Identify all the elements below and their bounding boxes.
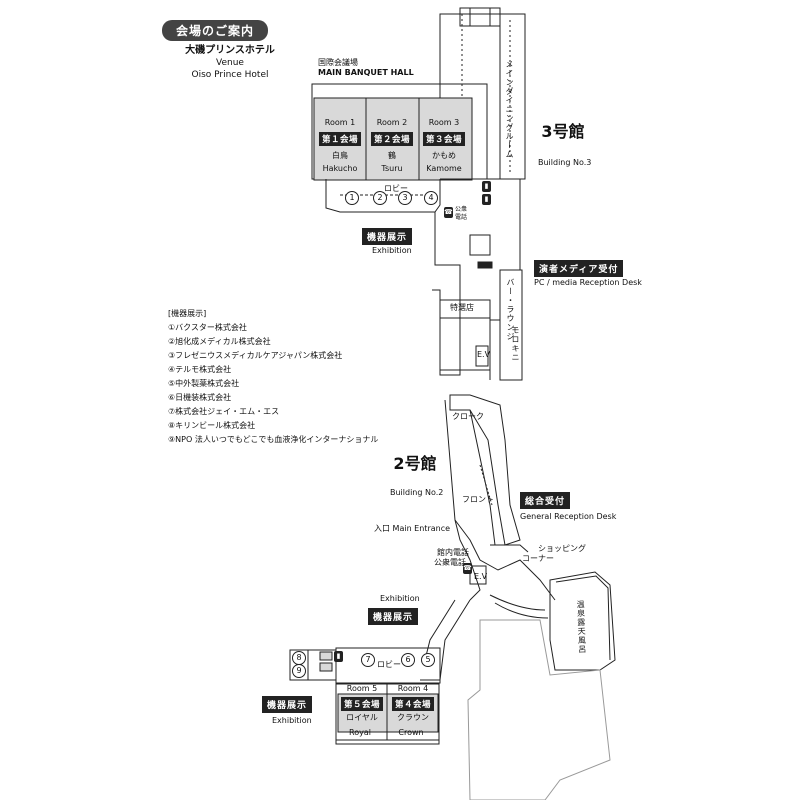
exhibition-en-lower-left: Exhibition bbox=[272, 716, 312, 725]
restroom-icon: ▮ bbox=[334, 651, 343, 662]
front-label: フロント bbox=[462, 495, 494, 504]
exhibitor-item: ⑥日機装株式会社 bbox=[168, 393, 232, 402]
venue-name-jp: 大磯プリンスホテル bbox=[185, 45, 275, 56]
booth-8: 8 bbox=[292, 651, 306, 665]
phone2-label-1: 館内電話 bbox=[437, 548, 469, 557]
exhibitor-item: ②旭化成メディカル株式会社 bbox=[168, 337, 271, 346]
general-reception-tag: 総合受付 bbox=[520, 492, 571, 509]
phone-label-2: 電話 bbox=[455, 214, 468, 221]
page-title: 会場のご案内 bbox=[162, 20, 269, 41]
media-reception-en: PC / media Reception Desk bbox=[534, 278, 642, 287]
pool-label: 温泉露天風呂 bbox=[576, 599, 587, 655]
shop-label: 特選店 bbox=[450, 303, 474, 312]
exhibition-tag-lower-left: 機器展示 bbox=[262, 696, 313, 713]
exhibition-tag-upper: 機器展示 bbox=[362, 228, 413, 245]
main-dining-label: メインダイニングルーム bbox=[505, 60, 514, 159]
building2-wing bbox=[449, 394, 521, 546]
morokini-label: モロキニ bbox=[511, 326, 520, 362]
banquet-hall-jp: 国際会議場 bbox=[318, 58, 358, 67]
media-reception-tag: 演者メディア受付 bbox=[534, 260, 624, 277]
ev-lower-label: E.V bbox=[474, 572, 488, 581]
phone-icon: ☎ bbox=[444, 207, 453, 218]
phone-label-1: 公衆 bbox=[455, 206, 468, 213]
general-reception-en: General Reception Desk bbox=[520, 512, 617, 521]
exhibitor-item: ④テルモ株式会社 bbox=[168, 365, 232, 374]
booth-5: 5 bbox=[421, 653, 435, 667]
exhibitor-item: ⑨NPO 法人いつでもどこでも血液浄化インターナショナル bbox=[168, 435, 379, 444]
restroom-icon: ▮ bbox=[482, 181, 491, 192]
shopping-line2: コーナー bbox=[522, 554, 554, 563]
building3-en: Building No.3 bbox=[538, 158, 592, 167]
exhibitor-item: ①バクスター株式会社 bbox=[168, 323, 247, 332]
venue-name: 大磯プリンスホテル Venue Oiso Prince Hotel bbox=[185, 45, 275, 81]
venue-name-en1: Venue bbox=[216, 58, 244, 68]
bar-lounge-label: バー・ラウンジ bbox=[506, 278, 515, 341]
exhibitor-item: ⑦株式会社ジェイ・エム・エス bbox=[168, 407, 280, 416]
phone-icon: ☎ bbox=[463, 563, 472, 574]
booth-6: 6 bbox=[401, 653, 415, 667]
exhibitor-item: ⑤中外製薬株式会社 bbox=[168, 379, 240, 388]
building2-en: Building No.2 bbox=[390, 488, 444, 497]
booth-2: 2 bbox=[373, 191, 387, 205]
restroom-icon: ▮ bbox=[482, 194, 491, 205]
building2-label: 2号館 bbox=[393, 454, 437, 473]
booth-4: 4 bbox=[424, 191, 438, 205]
main-entrance-label: 入口 Main Entrance bbox=[374, 524, 451, 533]
booth-9: 9 bbox=[292, 664, 306, 678]
ev-upper-label: E.V bbox=[477, 350, 491, 359]
exhibition-tag-lower-top: 機器展示 bbox=[368, 608, 419, 625]
building3-label: 3号館 bbox=[541, 122, 585, 141]
venue-name-en2: Oiso Prince Hotel bbox=[191, 70, 269, 80]
shopping-line1: ショッピング bbox=[538, 544, 586, 553]
upper-lobby-label: ロビー bbox=[384, 184, 408, 193]
exhibition-en-upper: Exhibition bbox=[372, 246, 412, 255]
banquet-hall-en: MAIN BANQUET HALL bbox=[318, 68, 414, 77]
exhibitor-list: [機器展示] ①バクスター株式会社 ②旭化成メディカル株式会社 ③フレゼニウスメ… bbox=[168, 307, 378, 447]
lower-lobby-label: ロビー bbox=[377, 660, 401, 669]
phone2-label-2: 公衆電話 bbox=[434, 558, 466, 567]
cloak-label: クローク bbox=[452, 412, 484, 421]
exhibitor-list-title: [機器展示] bbox=[168, 309, 207, 318]
booth-7: 7 bbox=[361, 653, 375, 667]
booth-3: 3 bbox=[398, 191, 412, 205]
exhibitor-item: ⑧キリンビール株式会社 bbox=[168, 421, 256, 430]
booth-1: 1 bbox=[345, 191, 359, 205]
exhibitor-item: ③フレゼニウスメディカルケアジャパン株式会社 bbox=[168, 351, 343, 360]
exhibition-en-lower-top: Exhibition bbox=[380, 594, 420, 603]
pool-building bbox=[549, 571, 616, 671]
